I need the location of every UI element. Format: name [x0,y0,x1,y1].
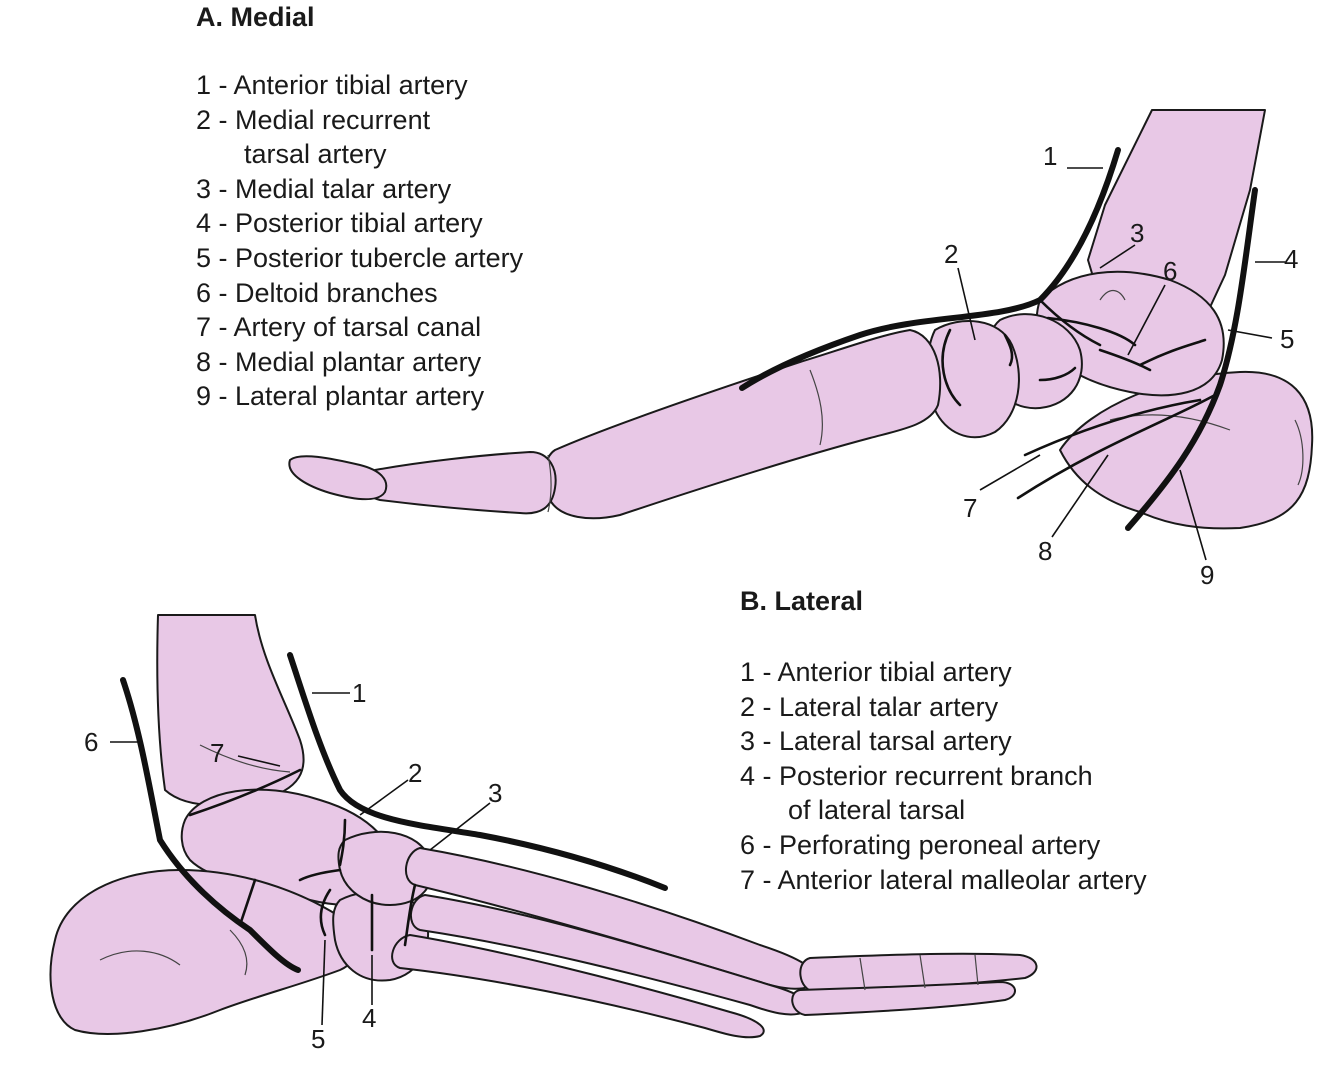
lateral-foot-drawing: 1 2 3 4 5 6 7 [49,614,1038,1054]
label-5: 5 [311,1024,325,1054]
medial-foot-drawing: 1 2 3 4 5 6 7 8 9 [288,109,1314,590]
legend-item: 5 - Posterior tubercle artery [196,242,524,273]
legend-item: 6 - Deltoid branches [196,277,438,308]
posterior-tibial-artery [1125,187,1258,531]
cuneiform-bone [926,320,1020,439]
distal-phalanx-bone [288,455,388,501]
label-1: 1 [1043,141,1057,171]
fibula-bone [156,614,305,807]
metatarsal-bone [405,847,817,990]
label-4: 4 [362,1003,376,1033]
legend-item: 1 - Anterior tibial artery [740,657,1012,687]
label-9: 9 [1200,560,1214,590]
legend-item: 3 - Lateral tarsal artery [740,726,1012,757]
phalanx-bone [791,981,1016,1016]
medial-plantar-artery [1016,393,1217,500]
anterior-tibial-artery [287,652,668,891]
panel-b-heading: B. Lateral [740,586,864,616]
metatarsal-bone [391,934,765,1039]
label-3: 3 [488,778,502,808]
legend-item: 2 - Lateral talar artery [740,691,999,722]
label-7: 7 [963,493,977,523]
metatarsal-bone [410,894,810,1016]
legend-item: 8 - Medial plantar artery [196,346,482,377]
anterior-tibial-artery [739,147,1121,391]
legend-item: 3 - Medial talar artery [196,173,452,204]
legend-item: 7 - Anterior lateral malleolar artery [740,864,1147,895]
panel-a-heading: A. Medial [196,2,315,32]
legend-item: 4 - Posterior recurrent branch [740,760,1093,791]
label-5: 5 [1280,324,1294,354]
perforating-peroneal-artery [120,677,301,973]
legend-item: 1 - Anterior tibial artery [196,70,468,100]
first-metatarsal-bone [543,329,942,520]
legend-item: 7 - Artery of tarsal canal [196,312,482,343]
legend-item: 6 - Perforating peroneal artery [740,829,1101,860]
legend-item: 9 - Lateral plantar artery [196,381,485,412]
legend-item: 2 - Medial recurrent [196,104,431,135]
legend-item-continuation: of lateral tarsal [788,795,966,826]
label-1: 1 [352,678,366,708]
label-6: 6 [1163,256,1177,286]
navicular-bone [337,830,433,906]
label-2: 2 [408,758,422,788]
label-3: 3 [1130,218,1144,248]
label-8: 8 [1038,536,1052,566]
panel-b-legend: 1 - Anterior tibial artery 2 - Lateral t… [740,655,1147,897]
panel-a-legend: 1 - Anterior tibial artery 2 - Medial re… [196,68,523,414]
legend-item: 4 - Posterior tibial artery [196,208,483,239]
label-6: 6 [84,727,98,757]
legend-item-continuation: tarsal artery [244,139,387,170]
label-7: 7 [210,738,224,768]
proximal-phalanx-bone [361,451,557,515]
label-4: 4 [1284,244,1298,274]
label-2: 2 [944,239,958,269]
